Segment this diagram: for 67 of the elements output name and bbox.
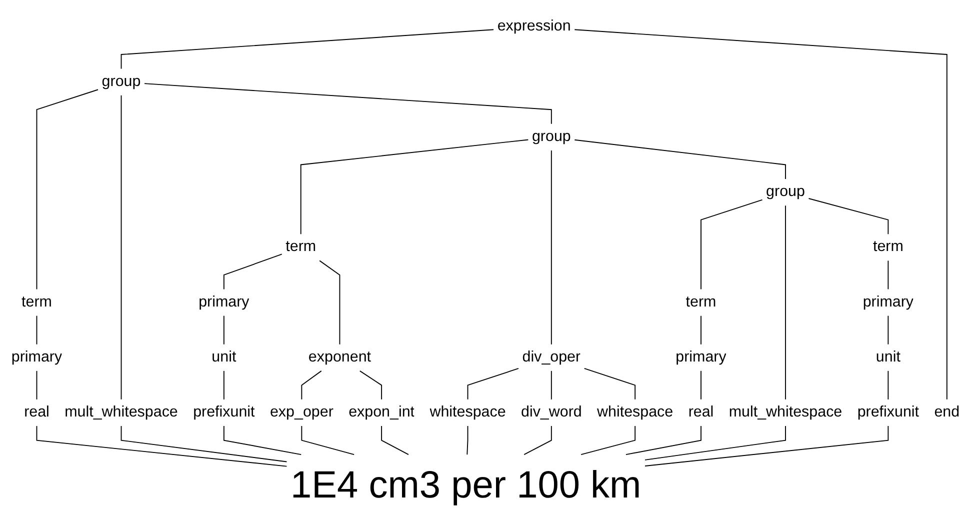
node-text: primary xyxy=(862,294,914,310)
node-text: primary xyxy=(198,294,250,310)
connector xyxy=(466,426,468,456)
connector xyxy=(574,139,786,180)
node-text: term xyxy=(686,294,716,310)
node-text: 1E4 cm3 per 100 km xyxy=(290,464,642,506)
connector xyxy=(36,370,38,400)
node-text: end xyxy=(934,404,960,420)
node-text: real xyxy=(688,404,714,420)
node-text: group xyxy=(766,184,805,200)
node-text: whitespace xyxy=(430,404,506,420)
connector xyxy=(644,426,786,460)
connector xyxy=(223,370,224,400)
connector xyxy=(644,426,889,466)
node-text: real xyxy=(24,404,50,420)
connector xyxy=(808,198,889,235)
node-text: unit xyxy=(212,349,236,366)
node-text: mult_whitespace xyxy=(728,404,842,420)
connector xyxy=(625,426,702,456)
node-text: prefixunit xyxy=(857,404,920,420)
connector xyxy=(120,94,122,400)
connector xyxy=(36,315,38,345)
connector xyxy=(301,426,355,456)
connector xyxy=(888,370,889,400)
connector xyxy=(36,89,98,290)
node-text: div_oper xyxy=(522,349,581,366)
connector xyxy=(580,426,636,456)
node-text: group xyxy=(102,74,141,90)
node-text: unit xyxy=(876,349,900,366)
connector xyxy=(700,315,702,345)
connector xyxy=(584,368,636,400)
connector xyxy=(359,370,382,400)
connector xyxy=(550,370,552,400)
connector xyxy=(550,150,552,345)
node-text: group xyxy=(532,128,571,145)
connector xyxy=(524,426,552,456)
connector xyxy=(120,29,494,70)
node-text: whitespace xyxy=(597,404,674,420)
node-text: expression xyxy=(497,18,571,35)
node-text: mult_whitespace xyxy=(64,404,178,420)
connector xyxy=(785,205,786,400)
connector xyxy=(700,199,763,290)
node-text: term xyxy=(22,294,52,310)
node-text: term xyxy=(872,238,904,255)
connector xyxy=(36,426,288,467)
connector xyxy=(223,254,282,290)
connector xyxy=(700,370,702,400)
connector xyxy=(301,370,322,400)
connector xyxy=(300,139,529,235)
node-text: expon_int xyxy=(348,404,415,420)
node-text: term xyxy=(286,238,316,255)
node-text: exponent xyxy=(308,349,371,366)
connector xyxy=(223,426,302,456)
node-text: exp_oper xyxy=(270,404,334,420)
connector xyxy=(888,315,889,345)
node-text: prefixunit xyxy=(193,404,255,420)
connector xyxy=(223,315,224,345)
node-text: primary xyxy=(11,349,62,366)
connector xyxy=(574,29,948,400)
connector xyxy=(888,260,889,290)
connector xyxy=(381,426,409,456)
connector xyxy=(467,368,519,400)
connector xyxy=(144,83,552,124)
connector xyxy=(120,426,288,462)
node-text: div_word xyxy=(520,404,582,420)
node-text: primary xyxy=(676,349,726,366)
connector xyxy=(319,260,340,345)
